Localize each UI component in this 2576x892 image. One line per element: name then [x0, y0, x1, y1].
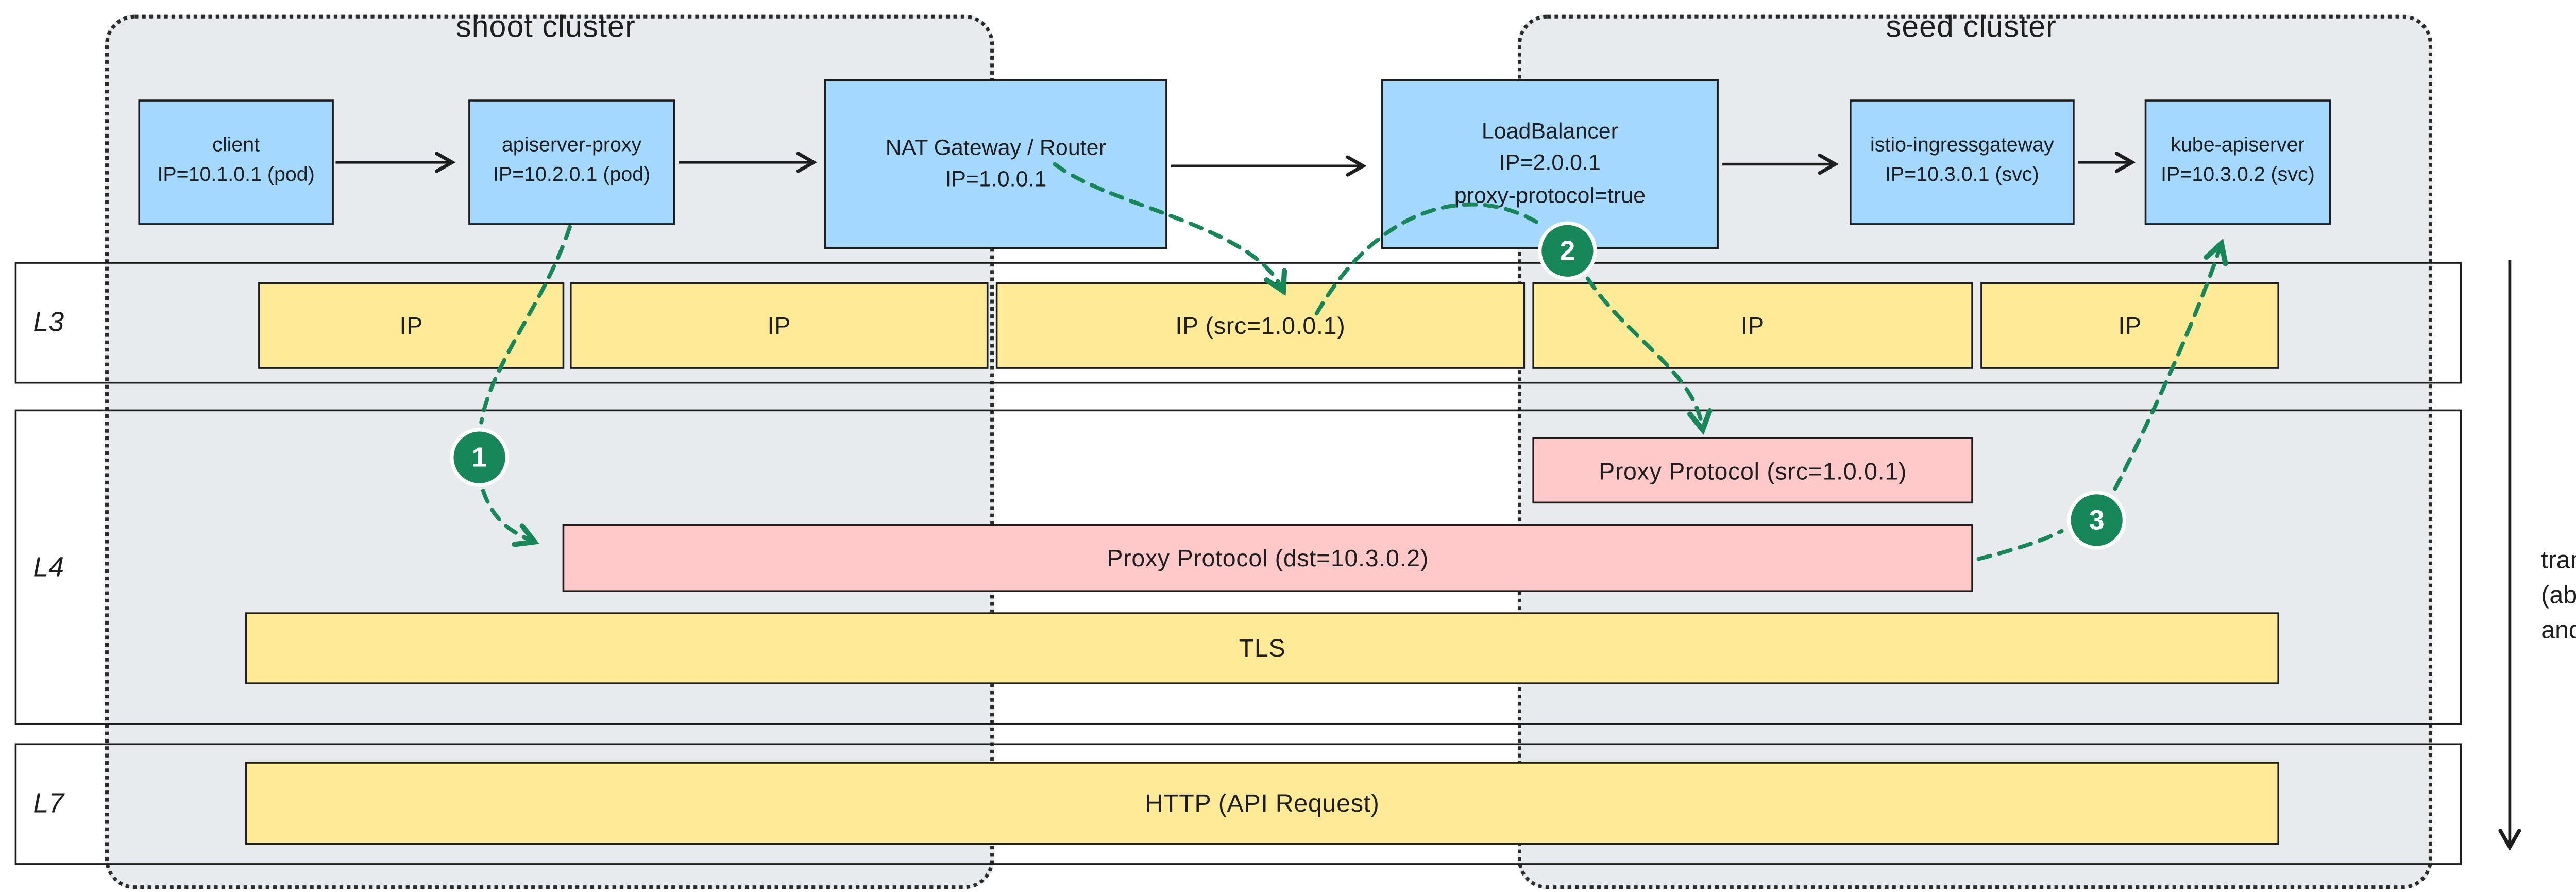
- node-client-line2: IP=10.1.0.1 (pod): [157, 164, 315, 187]
- node-istio-ingressgateway-line2: IP=10.3.0.1 (svc): [1885, 164, 2039, 187]
- l4-band-tls: TLS: [245, 612, 2280, 684]
- l7-band-http: HTTP (API Request): [245, 762, 2280, 845]
- node-load-balancer-line1: LoadBalancer: [1481, 117, 1618, 144]
- l4-row-label: L4: [33, 551, 64, 583]
- l3-band-ip-kube: IP: [1980, 282, 2280, 369]
- transmission-order-note: transmission order (above is sent/receiv…: [2541, 542, 2576, 647]
- node-kube-apiserver: kube-apiserver IP=10.3.0.2 (svc): [2144, 99, 2331, 225]
- l4-band-proxy-protocol-src: Proxy Protocol (src=1.0.0.1): [1532, 437, 1973, 504]
- transmission-order-note-line1: transmission order: [2541, 546, 2576, 574]
- seed-cluster-label: seed cluster: [1886, 11, 2057, 44]
- l4-band-proxy-protocol-dst: Proxy Protocol (dst=10.3.0.2): [562, 524, 1973, 592]
- node-nat-gateway: NAT Gateway / Router IP=1.0.0.1: [824, 79, 1167, 249]
- badge-step-2: 2: [1538, 221, 1597, 281]
- node-load-balancer-line2: IP=2.0.0.1: [1499, 149, 1601, 176]
- node-kube-apiserver-line2: IP=10.3.0.2 (svc): [2161, 164, 2315, 187]
- l3-band-ip-src-rewritten: IP (src=1.0.0.1): [995, 282, 1526, 369]
- node-client-line1: client: [212, 134, 260, 157]
- l7-row-label: L7: [33, 788, 64, 820]
- l3-band-ip-proxy: IP: [570, 282, 989, 369]
- node-istio-ingressgateway-line1: istio-ingressgateway: [1870, 134, 2054, 157]
- transmission-order-note-line3: and processed first): [2541, 616, 2576, 644]
- node-apiserver-proxy-line2: IP=10.2.0.1 (pod): [493, 164, 651, 187]
- l7-row: L7: [14, 743, 2462, 865]
- node-client: client IP=10.1.0.1 (pod): [138, 99, 334, 225]
- node-nat-gateway-line2: IP=1.0.0.1: [945, 166, 1047, 192]
- node-kube-apiserver-line1: kube-apiserver: [2171, 134, 2305, 157]
- node-load-balancer-line3: proxy-protocol=true: [1454, 182, 1646, 208]
- node-load-balancer: LoadBalancer IP=2.0.0.1 proxy-protocol=t…: [1381, 79, 1719, 249]
- node-nat-gateway-line1: NAT Gateway / Router: [885, 133, 1106, 160]
- l3-row-label: L3: [33, 307, 64, 339]
- l3-band-ip-seed: IP: [1532, 282, 1973, 369]
- shoot-cluster-label: shoot cluster: [456, 11, 636, 44]
- node-istio-ingressgateway: istio-ingressgateway IP=10.3.0.1 (svc): [1850, 99, 2075, 225]
- node-apiserver-proxy: apiserver-proxy IP=10.2.0.1 (pod): [468, 99, 675, 225]
- node-apiserver-proxy-line1: apiserver-proxy: [501, 134, 642, 157]
- badge-step-1: 1: [450, 428, 509, 487]
- l3-band-ip-client: IP: [258, 282, 565, 369]
- l4-row: L4: [14, 409, 2462, 725]
- badge-step-3: 3: [2067, 491, 2126, 550]
- transmission-order-note-line2: (above is sent/received: [2541, 581, 2576, 609]
